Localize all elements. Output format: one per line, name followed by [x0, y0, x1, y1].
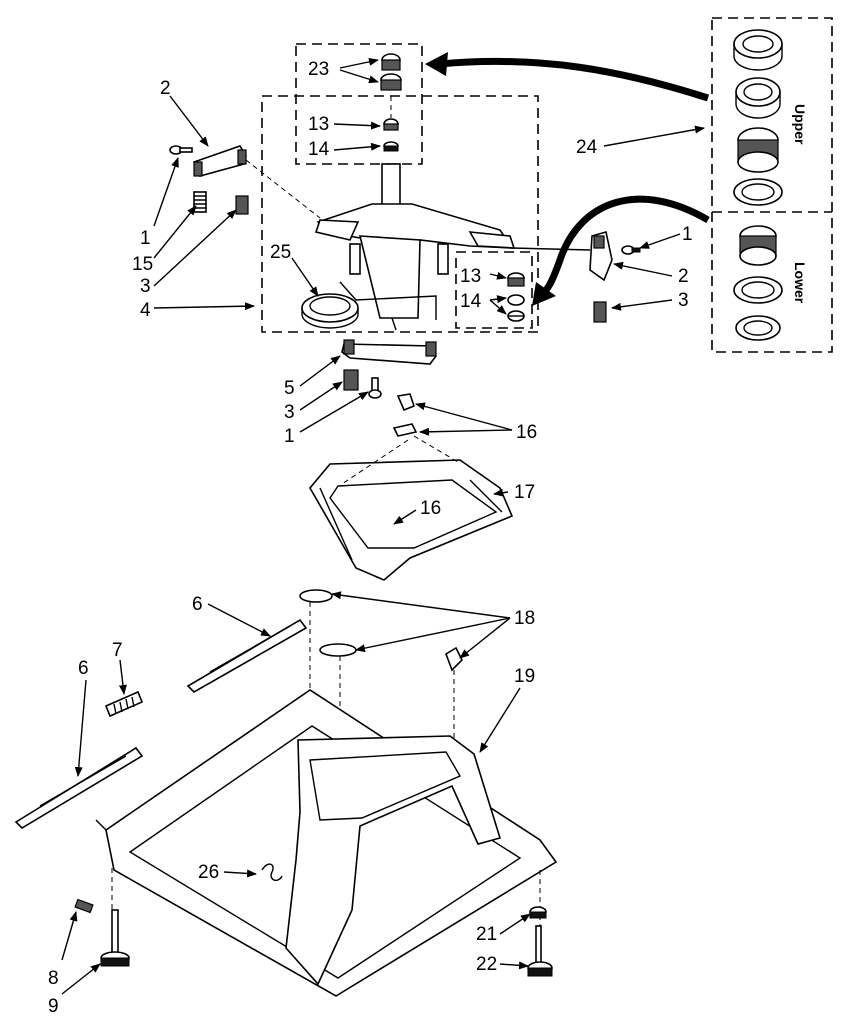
upper-bearing-label: Upper: [792, 104, 808, 145]
snubber-detail-box: [455, 251, 533, 329]
callout-1-center: 1: [284, 426, 295, 447]
callout-14-top: 14: [308, 139, 330, 160]
callout-15: 15: [132, 254, 153, 275]
callout-4: 4: [140, 300, 151, 321]
callout-16-top: 16: [516, 422, 537, 443]
callout-24: 24: [576, 137, 598, 158]
right-clip-group: [511, 230, 641, 323]
hub-assembly-box: [261, 95, 539, 333]
callout-16-bottom: 16: [420, 498, 441, 519]
callout-2-top: 2: [160, 78, 171, 99]
callout-1-right: 1: [682, 224, 693, 245]
callout-26: 26: [198, 862, 219, 883]
bushing-detail-box: [295, 43, 423, 165]
callout-6-lower: 6: [78, 658, 89, 679]
callout-3-center: 3: [284, 402, 295, 423]
lower-assembly-arrow: [537, 195, 710, 299]
callout-18: 18: [514, 608, 535, 629]
callout-19: 19: [514, 666, 535, 687]
wire-clip: [261, 863, 283, 882]
spring: [104, 690, 144, 718]
callout-14-mid: 14: [460, 291, 482, 312]
callout-9: 9: [48, 996, 59, 1017]
callout-6-upper: 6: [192, 594, 203, 615]
callout-7: 7: [112, 640, 123, 661]
leader-lines: [61, 57, 705, 995]
callout-13-mid: 13: [460, 266, 481, 287]
callout-labels: 2 23 13 14 24 1 15 3 25 4 13 14 1 2 3 5 …: [48, 59, 693, 1017]
right-leveling-foot: [527, 906, 553, 977]
callout-3-left: 3: [140, 276, 151, 297]
callout-22: 22: [476, 954, 497, 975]
side-rail-upper: [186, 618, 308, 693]
callout-1-left: 1: [140, 228, 151, 249]
upper-left-clip-group: [169, 145, 321, 219]
seal-ring: [301, 281, 437, 329]
callout-17: 17: [514, 482, 535, 503]
bushing-stack: [380, 53, 402, 152]
callout-8: 8: [48, 968, 59, 989]
base-frame: [95, 689, 558, 997]
bearing-panel: Upper Lower: [711, 17, 833, 353]
lower-bearing-label: Lower: [792, 262, 808, 304]
callout-23: 23: [308, 59, 329, 80]
callout-13-top: 13: [308, 114, 329, 135]
lower-bearing-stack: [733, 225, 783, 341]
callout-25: 25: [270, 242, 291, 263]
callout-5: 5: [284, 378, 295, 399]
left-leveling-foot: [74, 898, 130, 967]
snubber-parts: [507, 272, 525, 322]
callout-3-right: 3: [678, 290, 689, 311]
side-rail-lower: [14, 746, 144, 830]
upper-assembly-arrow: [439, 57, 710, 102]
lower-center-clip: [341, 339, 437, 399]
platform-frame: [309, 435, 514, 581]
mount-plates: [299, 589, 463, 760]
callout-2-right: 2: [678, 266, 689, 287]
callout-21: 21: [476, 924, 497, 945]
upper-bearing-stack: [733, 29, 783, 206]
